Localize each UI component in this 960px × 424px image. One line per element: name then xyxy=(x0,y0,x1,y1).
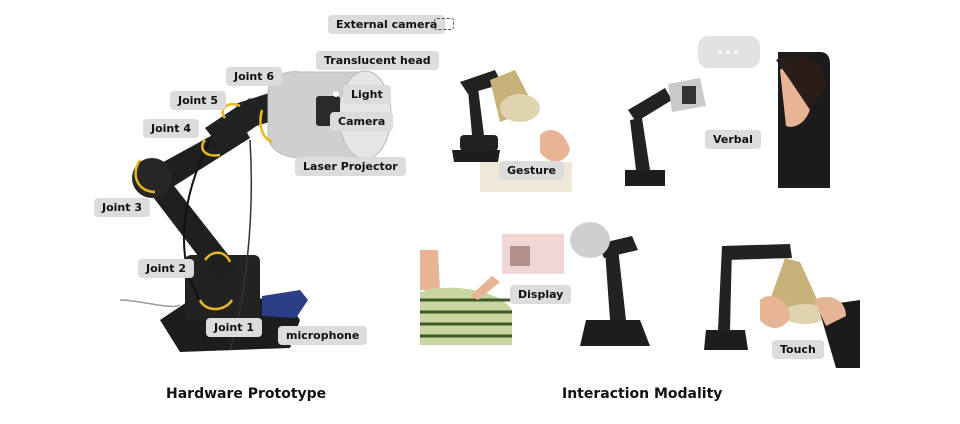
external-camera-icon xyxy=(434,18,454,30)
display-panel xyxy=(420,222,650,346)
label-light: Light xyxy=(343,85,391,104)
caption-hardware-prototype: Hardware Prototype xyxy=(166,386,327,402)
label-gesture: Gesture xyxy=(499,161,565,180)
label-joint-3: Joint 3 xyxy=(94,198,150,217)
caption-interaction-modality: Interaction Modality xyxy=(562,386,723,402)
label-joint-2: Joint 2 xyxy=(138,259,194,278)
label-external-camera: External camera xyxy=(328,15,446,34)
label-display: Display xyxy=(510,285,572,304)
label-touch: Touch xyxy=(772,340,824,359)
label-verbal: Verbal xyxy=(705,130,761,149)
label-joint-6: Joint 6 xyxy=(226,67,282,86)
label-laser-projector: Laser Projector xyxy=(295,157,406,176)
verbal-panel xyxy=(625,52,830,188)
joint-rotation-arrows xyxy=(134,102,273,311)
label-joint-5: Joint 5 xyxy=(170,91,226,110)
label-microphone: microphone xyxy=(278,326,368,345)
label-joint-4: Joint 4 xyxy=(143,119,199,138)
speech-bubble: ... xyxy=(698,36,760,68)
label-translucent-head: Translucent head xyxy=(316,51,439,70)
touch-panel xyxy=(704,244,860,368)
label-camera: Camera xyxy=(330,112,394,131)
label-joint-1: Joint 1 xyxy=(206,318,262,337)
